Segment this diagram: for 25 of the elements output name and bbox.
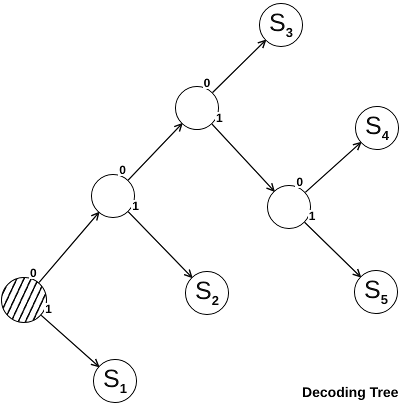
edge-label: 1	[214, 112, 224, 124]
arrow	[128, 211, 192, 278]
state-circle: S$_{1}$	[93, 359, 137, 403]
state-circle: S$_{3}$	[259, 3, 303, 47]
edge-label: 0	[202, 76, 212, 89]
state-circle: S$_{4}$	[355, 106, 399, 150]
arrow	[304, 142, 362, 193]
empty-circle	[91, 174, 135, 218]
state-circle: S$_{2}$	[185, 271, 229, 315]
edge-label: 0	[118, 164, 127, 176]
arrow	[38, 212, 100, 283]
edge-label: 0	[28, 266, 38, 279]
empty-circle	[267, 185, 311, 229]
arrow	[212, 40, 266, 93]
edge-label: 1	[44, 303, 53, 316]
edge-label: 0	[295, 176, 304, 188]
arrow	[212, 124, 275, 192]
edge-label: 1	[308, 210, 316, 222]
state-circle: S$_{5}$	[354, 270, 398, 314]
arrow	[128, 123, 183, 181]
caption: Decoding Tree	[302, 384, 398, 400]
arrow	[304, 222, 362, 278]
hatched-root-circle	[1, 277, 47, 323]
edge-label: 1	[131, 200, 140, 212]
arrow	[40, 314, 100, 368]
